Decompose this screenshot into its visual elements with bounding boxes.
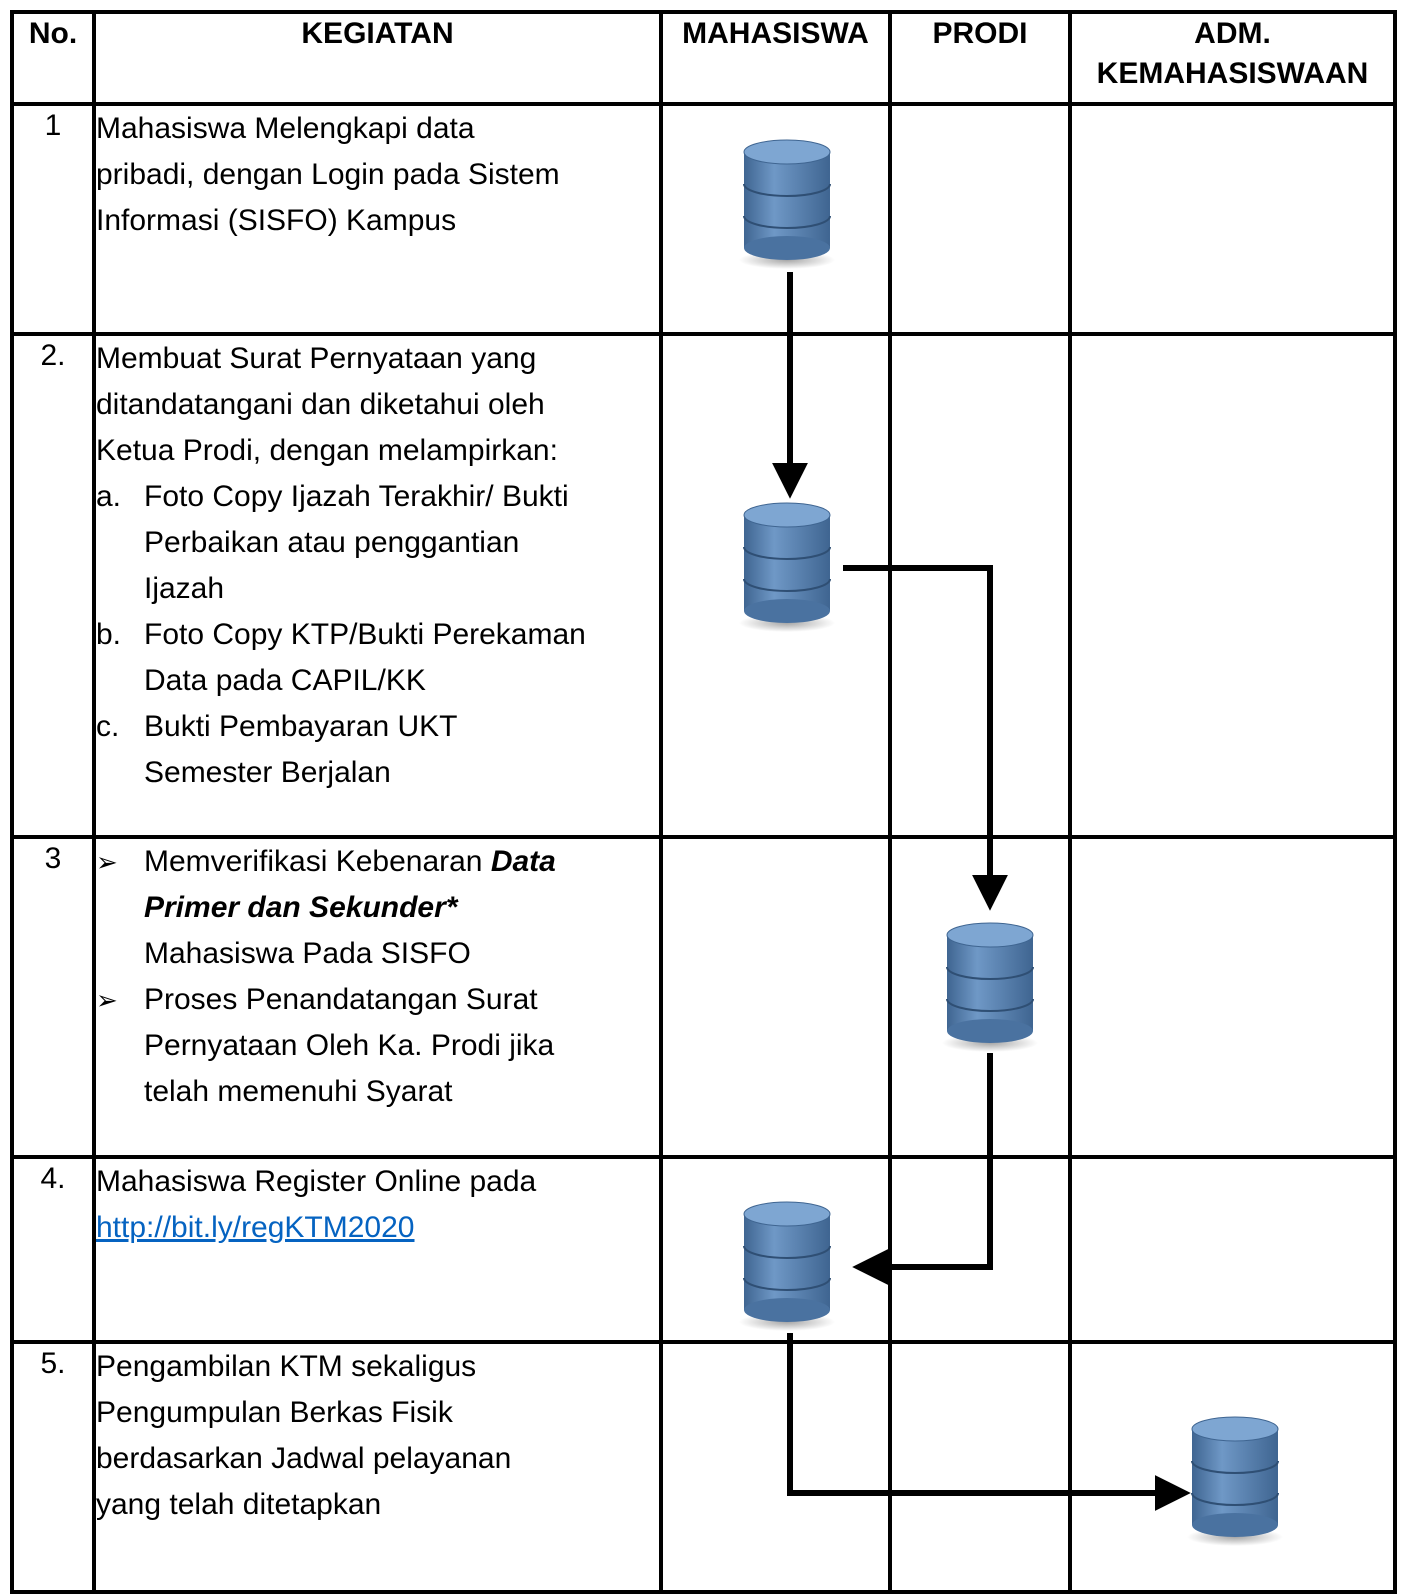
- bullet-item: ➢ Memverifikasi Kebenaran Data Primer da…: [96, 839, 659, 977]
- list-item-label: c.: [96, 710, 120, 743]
- table-row: 1 Mahasiswa Melengkapi data pribadi, den…: [10, 102, 1397, 336]
- lane-mahasiswa: [659, 332, 892, 839]
- activity-line: Mahasiswa Register Online pada: [96, 1165, 537, 1198]
- activity-cell: Mahasiswa Register Online pada http://bi…: [92, 1155, 663, 1344]
- list-item-label: b.: [96, 618, 122, 651]
- table-row: 5. Pengambilan KTM sekaligus Pengumpulan…: [10, 1340, 1397, 1594]
- header-adm: ADM. KEMAHASISWAAN: [1068, 10, 1397, 106]
- lane-mahasiswa: [659, 1340, 892, 1594]
- activity-line: Membuat Surat Pernyataan yang: [96, 342, 537, 375]
- activity-line: Pengumpulan Berkas Fisik: [96, 1396, 453, 1429]
- header-kegiatan: KEGIATAN: [92, 10, 663, 106]
- lane-prodi: [888, 835, 1072, 1159]
- bullet-text: Pernyataan Oleh Ka. Prodi jika: [144, 1029, 555, 1062]
- activity-line: berdasarkan Jadwal pelayanan: [96, 1442, 512, 1475]
- lane-adm: [1068, 332, 1397, 839]
- bullet-text: Memverifikasi Kebenaran: [144, 845, 491, 878]
- list-item: c. Bukti Pembayaran UKT Semester Berjala…: [96, 704, 659, 796]
- lane-mahasiswa: [659, 835, 892, 1159]
- header-adm-line2: KEMAHASISWAAN: [1096, 57, 1369, 90]
- activity-cell: Membuat Surat Pernyataan yang ditandatan…: [92, 332, 663, 839]
- activity-line: pribadi, dengan Login pada Sistem: [96, 158, 560, 191]
- bullet-item: ➢ Proses Penandatangan Surat Pernyataan …: [96, 977, 659, 1115]
- table-row: 4. Mahasiswa Register Online pada http:/…: [10, 1155, 1397, 1344]
- table-row: 2. Membuat Surat Pernyataan yang ditanda…: [10, 332, 1397, 839]
- lane-adm: [1068, 1340, 1397, 1594]
- flow-table: No. KEGIATAN MAHASISWA PRODI ADM. KEMAHA…: [10, 10, 1397, 1594]
- activity-line: Ketua Prodi, dengan melampirkan:: [96, 434, 558, 467]
- header-prodi: PRODI: [888, 10, 1072, 106]
- activity-cell: Pengambilan KTM sekaligus Pengumpulan Be…: [92, 1340, 663, 1594]
- arrow-bullet-icon: ➢: [96, 985, 118, 1015]
- header-mahasiswa: MAHASISWA: [659, 10, 892, 106]
- header-no: No.: [10, 10, 96, 106]
- lane-mahasiswa: [659, 102, 892, 336]
- list-item-line: Semester Berjalan: [144, 756, 391, 789]
- list-item-line: Perbaikan atau penggantian: [144, 526, 520, 559]
- lane-prodi: [888, 102, 1072, 336]
- row-number: 5.: [10, 1340, 96, 1594]
- list-item-label: a.: [96, 480, 122, 513]
- lane-adm: [1068, 835, 1397, 1159]
- bullet-text: Proses Penandatangan Surat: [144, 983, 538, 1016]
- lane-prodi: [888, 332, 1072, 839]
- list-item-line: Ijazah: [144, 572, 225, 605]
- list-item-line: Foto Copy KTP/Bukti Perekaman: [144, 618, 586, 651]
- list-item: b. Foto Copy KTP/Bukti Perekaman Data pa…: [96, 612, 659, 704]
- bullet-text: Mahasiswa Pada SISFO: [144, 937, 471, 970]
- arrow-bullet-icon: ➢: [96, 847, 118, 877]
- lane-prodi: [888, 1155, 1072, 1344]
- activity-cell: ➢ Memverifikasi Kebenaran Data Primer da…: [92, 835, 663, 1159]
- lane-mahasiswa: [659, 1155, 892, 1344]
- activity-line: Pengambilan KTM sekaligus: [96, 1350, 477, 1383]
- row-number: 2.: [10, 332, 96, 839]
- bullet-text: telah memenuhi Syarat: [144, 1075, 453, 1108]
- list-item-line: Data pada CAPIL/KK: [144, 664, 426, 697]
- registration-link[interactable]: http://bit.ly/regKTM2020: [96, 1211, 415, 1244]
- list-item-line: Bukti Pembayaran UKT: [144, 710, 458, 743]
- activity-line: Mahasiswa Melengkapi data: [96, 112, 475, 145]
- list-item: a. Foto Copy Ijazah Terakhir/ Bukti Perb…: [96, 474, 659, 612]
- bullet-emphasis: Data: [490, 845, 556, 878]
- bullet-emphasis: Primer dan Sekunder*: [144, 891, 458, 924]
- list-item-line: Foto Copy Ijazah Terakhir/ Bukti: [144, 480, 569, 513]
- activity-cell: Mahasiswa Melengkapi data pribadi, denga…: [92, 102, 663, 336]
- row-number: 4.: [10, 1155, 96, 1344]
- lane-prodi: [888, 1340, 1072, 1594]
- lane-adm: [1068, 102, 1397, 336]
- activity-line: ditandatangani dan diketahui oleh: [96, 388, 545, 421]
- header-row: No. KEGIATAN MAHASISWA PRODI ADM. KEMAHA…: [10, 10, 1397, 106]
- activity-line: yang telah ditetapkan: [96, 1488, 382, 1521]
- header-adm-line1: ADM.: [1194, 17, 1271, 50]
- lane-adm: [1068, 1155, 1397, 1344]
- activity-line: Informasi (SISFO) Kampus: [96, 204, 457, 237]
- row-number: 3: [10, 835, 96, 1159]
- table-row: 3 ➢ Memverifikasi Kebenaran Data Primer …: [10, 835, 1397, 1159]
- row-number: 1: [10, 102, 96, 336]
